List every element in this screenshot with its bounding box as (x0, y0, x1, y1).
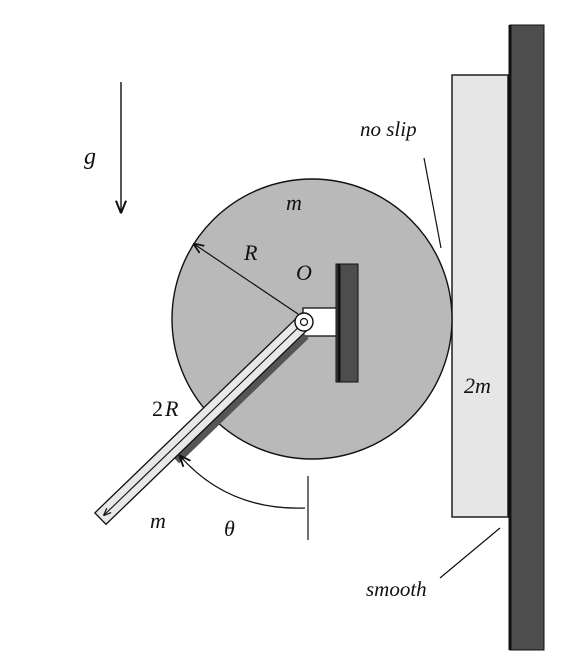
no-slip-label: no slip (360, 117, 417, 141)
angle-label: θ (224, 516, 235, 541)
block-mass-label: 2m (464, 373, 491, 398)
pivot-inner (299, 317, 309, 327)
center-label: O (296, 260, 312, 285)
wall (509, 24, 545, 651)
rod (93, 315, 311, 526)
rod-length-label: 2R (152, 396, 179, 421)
rod-mass-label: m (150, 508, 166, 533)
radius-arrow (194, 244, 299, 315)
block (451, 74, 509, 518)
disk-mass-label: m (286, 190, 302, 215)
no-slip-leader (423, 157, 442, 249)
angle-arc (180, 456, 306, 509)
smooth-label: smooth (366, 577, 427, 601)
smooth-leader (439, 527, 501, 579)
bracket-plate (335, 263, 359, 383)
rod-length-arrow (104, 325, 301, 515)
gravity-label: g (84, 144, 96, 170)
radius-label: R (243, 240, 258, 265)
